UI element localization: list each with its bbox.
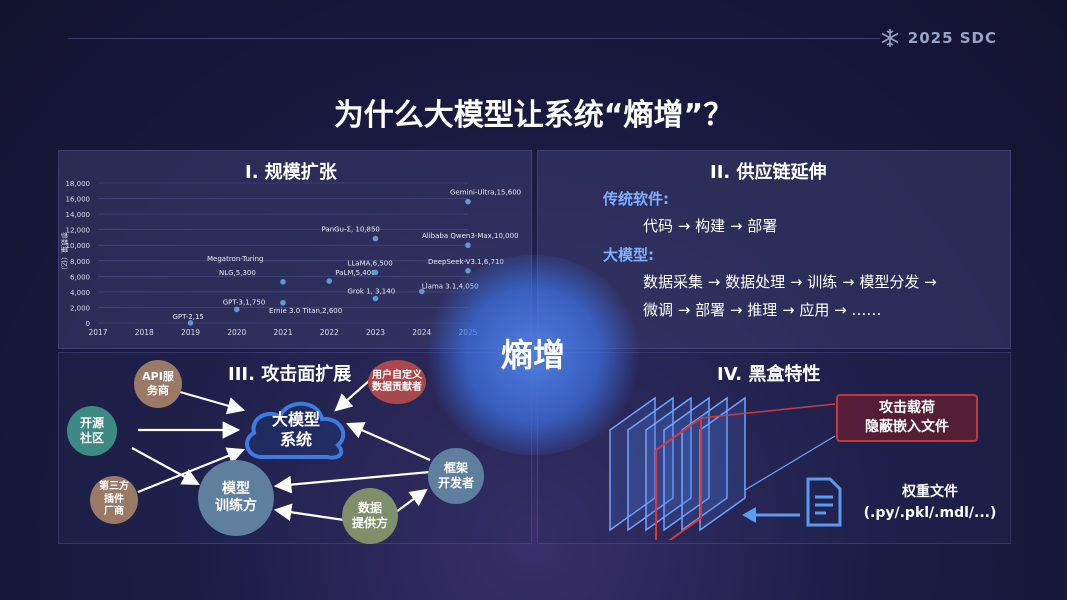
chart-point-label: Grok 1, 3,140 — [348, 288, 396, 296]
chart-x-tick: 2017 — [88, 328, 107, 337]
chart-x-tick: 2022 — [320, 328, 339, 337]
llm-system-node: 大模型 系统 — [271, 410, 320, 449]
traditional-flow: 代码 → 构建 → 部署 — [643, 217, 778, 235]
panel-supply-title: II. 供应链延伸 — [710, 162, 827, 183]
chart-y-label: 参数量（亿） — [60, 232, 69, 274]
chart-point — [465, 242, 471, 249]
chart-y-tick: 10,000 — [66, 242, 91, 250]
chart-y-tick: 14,000 — [66, 211, 91, 219]
chart-point-label: Gemini-Ultra,15,600 — [450, 189, 521, 197]
chart-x-tick: 2019 — [181, 328, 200, 337]
document-icon — [806, 477, 842, 527]
chart-x-tick: 2024 — [412, 328, 431, 337]
chart-point-label: GPT-3,1,750 — [223, 298, 266, 306]
chart-point-label: LLaMA,6,500 — [348, 259, 393, 267]
layers-graphic — [609, 396, 836, 540]
weights-line1: 权重文件 — [902, 484, 958, 500]
chart-point — [372, 295, 379, 302]
chart-point — [418, 288, 425, 295]
chart-y-tick: 4,000 — [70, 289, 90, 297]
chart-y-tick: 18,000 — [66, 180, 91, 188]
page-title: 为什么大模型让系统“熵增”？ — [333, 98, 734, 133]
center-label: 熵增 — [500, 336, 565, 374]
brand-text: 2025 SDC — [907, 29, 997, 47]
node-model-trainer: 模型 训练方 — [198, 460, 274, 536]
chart-point-label: GPT-2,15 — [173, 313, 204, 321]
attack-line2: 隐蔽嵌入文件 — [865, 419, 949, 435]
traditional-heading: 传统软件: — [603, 190, 669, 208]
chart-x-tick: 2018 — [135, 328, 154, 337]
snowflake-icon — [881, 29, 899, 47]
chart-point — [280, 299, 286, 306]
node-data-provider: 数据 提供方 — [342, 488, 398, 544]
chart-y-tick: 12,000 — [66, 227, 91, 235]
chart-point-label: Alibaba Qwen3-Max,10,000 — [422, 232, 519, 240]
panel-scale-title: I. 规模扩张 — [245, 162, 337, 183]
top-divider — [68, 38, 880, 39]
chart-point — [326, 278, 333, 284]
panel-attack-title: III. 攻击面扩展 — [228, 364, 352, 385]
llm-heading: 大模型: — [603, 246, 654, 264]
chart-y-tick: 0 — [86, 320, 90, 328]
node-third-party: 第三方 插件 厂商 — [90, 476, 138, 524]
chart-x-tick: 2021 — [273, 328, 292, 337]
attack-payload-box: 攻击载荷 隐蔽嵌入文件 — [836, 394, 978, 442]
chart-point-label: PanGu-Σ, 10,850 — [322, 226, 380, 234]
llm-flow-line1: 数据采集 → 数据处理 → 训练 → 模型分发 → — [643, 273, 937, 291]
panel-blackbox-title: IV. 黑盒特性 — [717, 364, 821, 385]
node-user-contributor: 用户自定义 数据贡献者 — [368, 360, 426, 404]
chart-point — [187, 320, 194, 326]
chart-x-tick: 2023 — [366, 328, 385, 337]
chart-y-tick: 8,000 — [70, 258, 90, 266]
weights-line2: (.py/.pkl/.mdl/...) — [863, 505, 997, 521]
cloud-icon — [245, 401, 346, 460]
chart-point-label: Ernie 3.0 Titan,2,600 — [269, 307, 342, 315]
chart-point — [465, 198, 471, 205]
chart-point-label: Llama 3.1,4,050 — [422, 283, 479, 291]
chart-x-tick: 2020 — [227, 328, 246, 337]
chart-point — [280, 278, 286, 285]
llm-flow-line2: 微调 → 部署 → 推理 → 应用 → …… — [643, 301, 882, 319]
chart-point-label: PaLM,5,400 — [335, 269, 375, 277]
chart-point — [233, 306, 240, 313]
chart-point — [372, 235, 379, 242]
chart-y-tick: 16,000 — [66, 196, 91, 204]
scale-chart: 0 2,000 4,000 6,000 8,000 10,000 12,000 14,000 1… — [60, 180, 521, 337]
node-framework-dev: 框架 开发者 — [428, 448, 484, 504]
chart-point-label: DeepSeek-V3.1,6,710 — [428, 258, 504, 266]
brand: 2025 SDC — [880, 28, 997, 48]
attack-line1: 攻击载荷 — [879, 400, 935, 416]
node-open-source: 开源 社区 — [67, 406, 117, 456]
attack-arrows — [131, 379, 431, 522]
weights-file-label: 权重文件 (.py/.pkl/.mdl/...) — [855, 482, 1005, 524]
center-glow — [423, 255, 643, 455]
chart-y-tick: 2,000 — [70, 304, 90, 312]
weights-arrow-graphic — [742, 477, 842, 527]
chart-point — [372, 269, 379, 276]
chart-y-tick: 6,000 — [70, 273, 90, 281]
node-api-provider: API服 务商 — [134, 360, 182, 408]
